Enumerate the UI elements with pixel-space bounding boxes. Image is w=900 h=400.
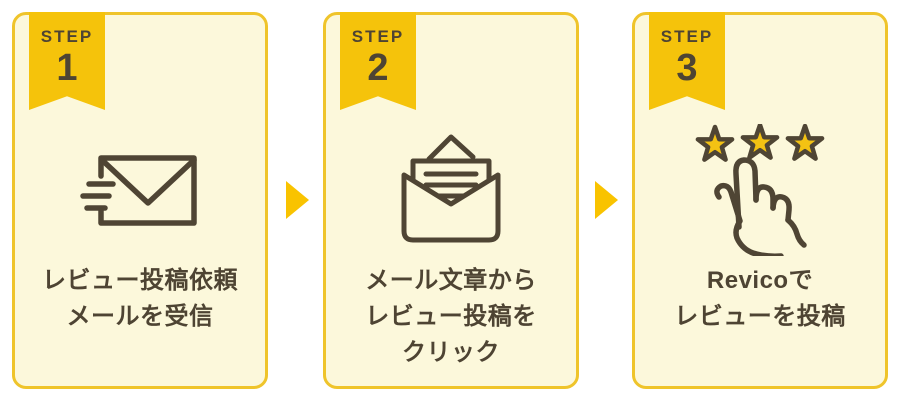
step-label: STEP [660, 27, 714, 46]
next-arrow-icon [595, 181, 618, 219]
mail-open-icon [326, 115, 576, 265]
step-number: 3 [676, 47, 698, 89]
star-icon [740, 124, 780, 160]
step-label: STEP [351, 27, 405, 46]
envelope-flap [99, 156, 197, 206]
caption-line: レビューを投稿 [674, 303, 846, 330]
step-caption: メール文章から レビュー投稿を クリック [326, 263, 576, 371]
mail-send-icon [15, 115, 265, 265]
step-label: STEP [40, 27, 94, 46]
star-icon [785, 124, 825, 161]
caption-line: メール文章から [365, 267, 537, 294]
caption-line: レビュー投稿を [365, 303, 537, 330]
caption-line: メールを受信 [66, 303, 214, 330]
step-ribbon: STEP 2 [340, 12, 416, 110]
caption-line: レビュー投稿依頼 [42, 267, 238, 294]
step-caption: レビュー投稿依頼 メールを受信 [15, 263, 265, 335]
envelope-pocket [401, 172, 501, 242]
step-number: 1 [56, 47, 78, 89]
caption-line: Revicoで [706, 267, 814, 294]
star-icon [695, 124, 735, 162]
step-number: 2 [367, 47, 389, 89]
step-caption: Revicoで レビューを投稿 [635, 263, 885, 335]
step-card-3: STEP 3 Revicoで レビューを投稿 [632, 12, 888, 389]
envelope-outline [98, 154, 197, 226]
step-card-1: STEP 1 レビュー投稿依頼 メールを受信 [12, 12, 268, 389]
pointing-hand-icon [714, 157, 807, 256]
next-arrow-icon [286, 181, 309, 219]
stars-and-tap-icon [635, 115, 885, 265]
step-ribbon: STEP 3 [649, 12, 725, 110]
back-flap [426, 134, 476, 161]
step-ribbon: STEP 1 [29, 12, 105, 110]
caption-line: クリック [402, 339, 500, 366]
step-card-2: STEP 2 メール文章から レビュー投稿を クリック [323, 12, 579, 389]
